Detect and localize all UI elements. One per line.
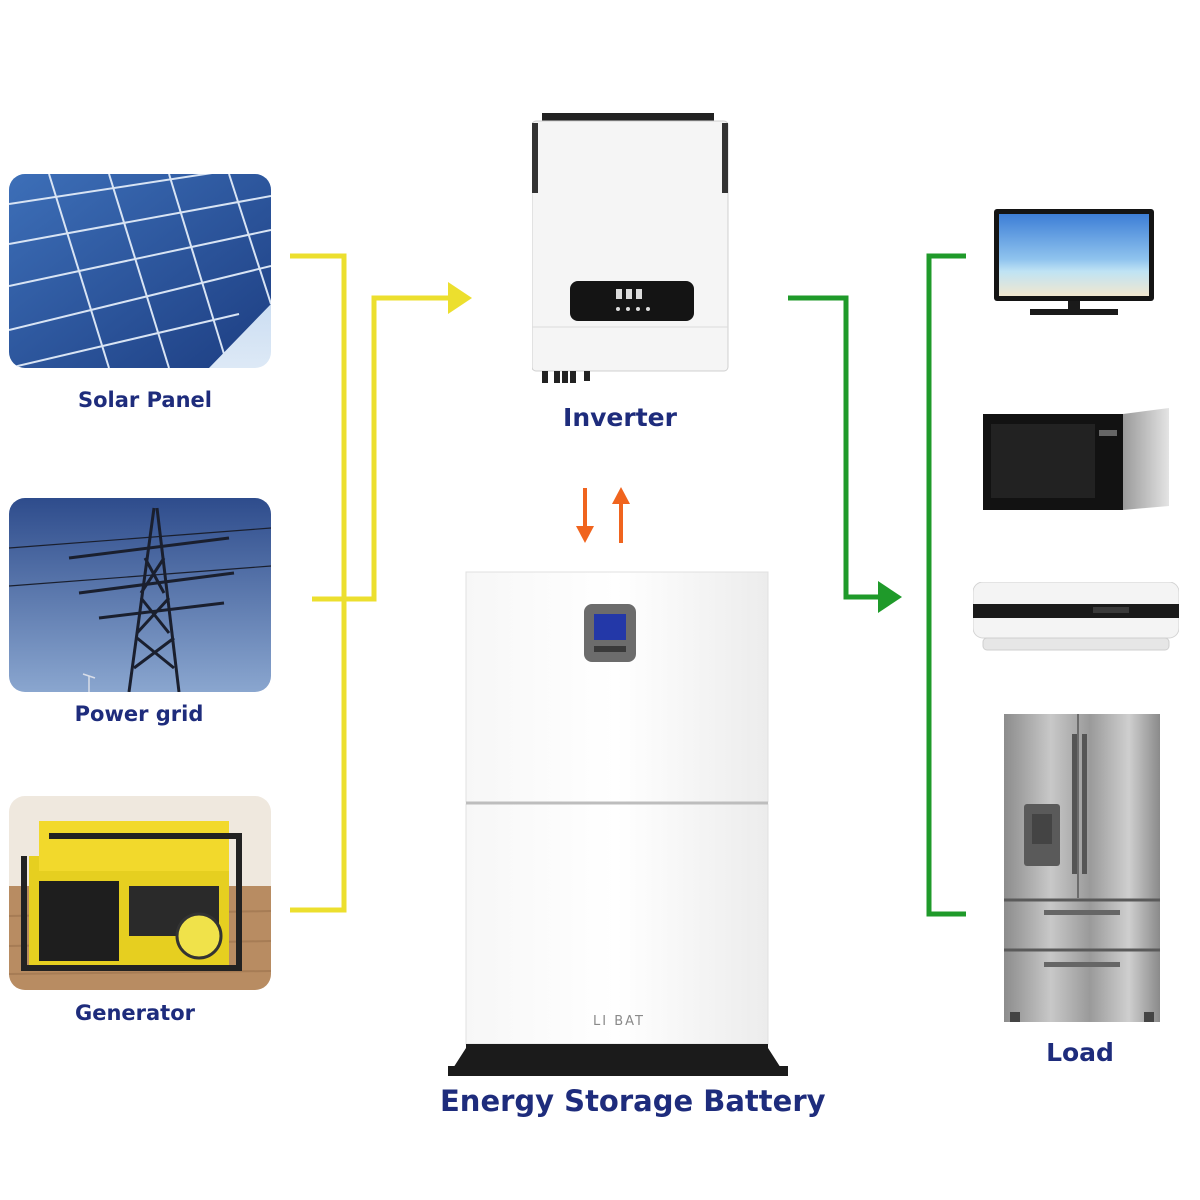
television-icon (994, 209, 1154, 317)
load-lines (788, 253, 966, 917)
transmission-tower-icon (68, 507, 235, 692)
generator-icon (21, 821, 242, 971)
solar-panel-image (9, 174, 271, 368)
arrow-to-load (878, 581, 902, 613)
microwave-icon (983, 408, 1169, 512)
generator-label: Generator (74, 1001, 196, 1025)
refrigerator-icon (1004, 714, 1160, 1022)
inverter-icon (531, 113, 732, 385)
air-conditioner-icon (972, 581, 1180, 652)
arrow-to-inverter (448, 282, 472, 314)
generator-image (9, 796, 271, 990)
power-grid-label: Power grid (74, 702, 204, 726)
battery-icon (448, 568, 788, 1076)
source-lines (290, 253, 450, 913)
inverter-display (570, 281, 694, 321)
solar-panel-label: Solar Panel (78, 388, 212, 412)
power-grid-image (9, 498, 271, 692)
load-label: Load (1046, 1038, 1114, 1067)
battery-arrows (576, 487, 630, 543)
battery-label: Energy Storage Battery (440, 1084, 826, 1118)
inverter-label: Inverter (563, 403, 677, 432)
battery-brand: LI BAT (593, 1014, 645, 1029)
